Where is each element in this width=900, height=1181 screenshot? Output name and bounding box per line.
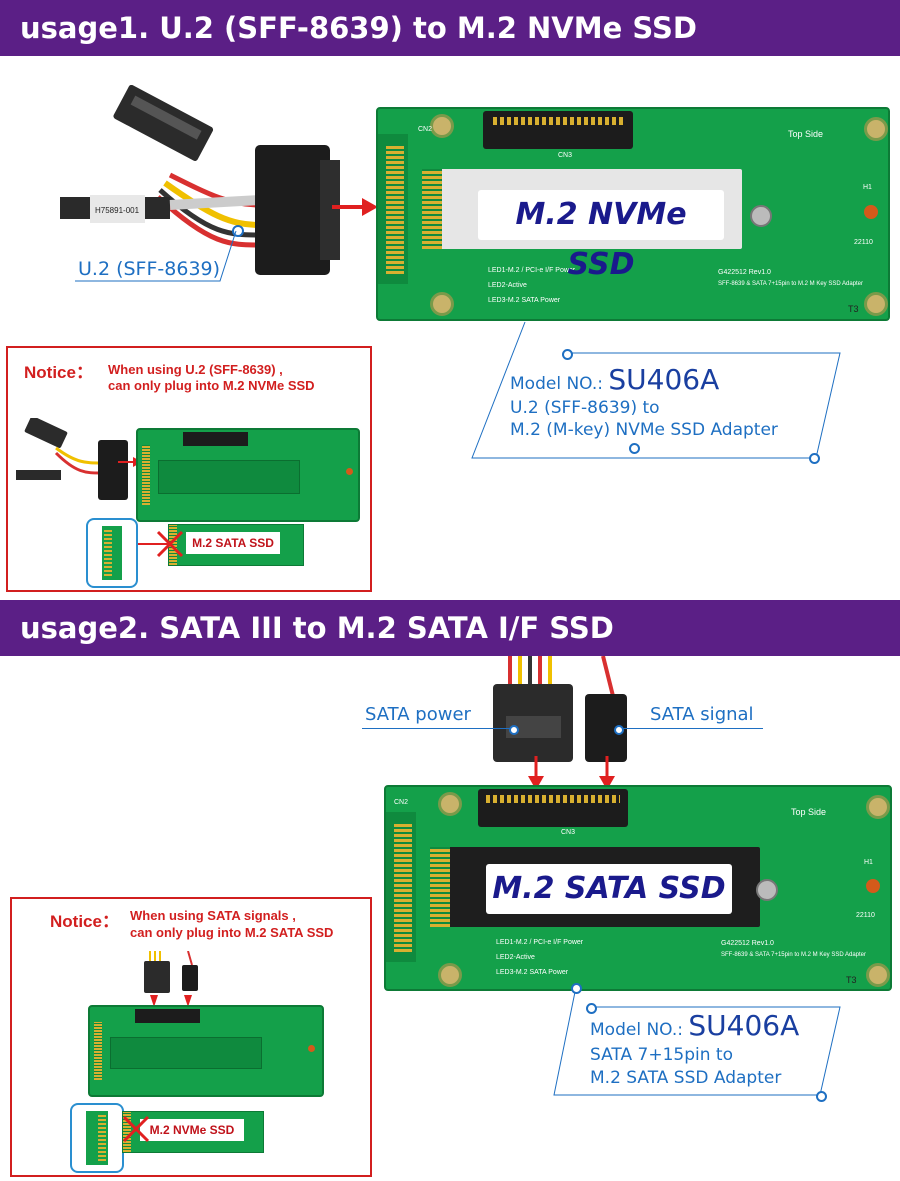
model2-line1: SATA 7+15pin to xyxy=(590,1045,733,1065)
led1-label: LED1-M.2 / PCI-e I/F Power xyxy=(488,267,576,274)
model1-number: SU406A xyxy=(608,363,720,396)
arrow-down-icon-power xyxy=(528,756,544,790)
t3-label: T3 xyxy=(848,304,859,314)
notice1-title-text: Notice xyxy=(24,363,76,382)
adapter-board-2: Top Side CN2 CN3 H1 22110 LED1-M.2 / PCI… xyxy=(384,785,892,991)
notice1-line2: can only plug into M.2 NVMe SSD xyxy=(108,378,315,393)
u2-cable-illustration: H75891-001 xyxy=(60,85,340,275)
board-desc: SFF-8639 & SATA 7+15pin to M.2 M Key SSD… xyxy=(718,281,864,287)
cn2-label: CN2 xyxy=(418,126,433,133)
notice-box-2: Notice： When using SATA signals , can on… xyxy=(10,897,372,1177)
mini-board-2 xyxy=(88,1005,324,1097)
edge-connector xyxy=(386,144,404,274)
led2-label: LED2-Active xyxy=(488,282,527,289)
mini-sata-cables xyxy=(144,951,198,993)
notice2-colon: ： xyxy=(101,912,119,931)
led1-label: LED1-M.2 / PCI-e I/F Power xyxy=(496,939,584,946)
sata-signal-label: SATA signal xyxy=(650,704,754,725)
h1-label: H1 xyxy=(863,184,872,191)
notice1-title: Notice： xyxy=(24,358,93,383)
top-side-label: Top Side xyxy=(791,807,827,817)
key-zoom-2 xyxy=(70,1103,124,1173)
key-zoom-1 xyxy=(86,518,138,588)
notice1-line1: When using U.2 (SFF-8639) , xyxy=(108,362,283,377)
sata-ssd-label: M.2 SATA SSD xyxy=(486,864,732,914)
mini-arrows-down-icon xyxy=(150,995,192,1007)
edge-connector xyxy=(394,822,412,952)
arrow-right-icon xyxy=(332,198,378,216)
notice2-line2: can only plug into M.2 SATA SSD xyxy=(130,925,334,940)
cross-icon xyxy=(122,1115,150,1143)
h1-label: H1 xyxy=(864,859,873,866)
cn2-label: CN2 xyxy=(394,799,409,806)
rev-label: G422512 Rev1.0 xyxy=(721,940,774,947)
usage2-banner: usage2. SATA III to M.2 SATA I/F SSD xyxy=(0,600,900,656)
svg-text:H75891-001: H75891-001 xyxy=(95,206,140,215)
rev-label: G422512 Rev1.0 xyxy=(718,269,771,276)
sata-power-label: SATA power xyxy=(365,704,471,725)
u2-callout-line xyxy=(75,230,237,282)
t3-label: T3 xyxy=(846,975,857,985)
model2-prefix: Model NO.: xyxy=(590,1020,683,1040)
wrong-ssd-1-label: M.2 SATA SSD xyxy=(186,532,280,554)
model1-prefix: Model NO.: xyxy=(510,374,603,394)
cn3-label: CN3 xyxy=(558,152,573,159)
model1-line1: U.2 (SFF-8639) to xyxy=(510,398,660,418)
notice2-line1: When using SATA signals , xyxy=(130,908,296,923)
top-side-label: Top Side xyxy=(788,129,824,139)
arrow-down-icon-signal xyxy=(599,756,615,790)
notice2-title: Notice： xyxy=(50,907,119,932)
m2-screw xyxy=(756,879,778,901)
model2-line2: M.2 SATA SSD Adapter xyxy=(590,1068,782,1088)
led3-label: LED3-M.2 SATA Power xyxy=(496,969,569,976)
notice-box-1: Notice： When using U.2 (SFF-8639) , can … xyxy=(6,346,372,592)
model1-line2: M.2 (M-key) NVMe SSD Adapter xyxy=(510,420,778,440)
m2-screw xyxy=(750,205,772,227)
model1-callout-frame xyxy=(471,321,841,459)
nvme-ssd-label: M.2 NVMe SSD xyxy=(478,190,724,282)
model2-callout-frame xyxy=(553,986,841,1096)
led2-label: LED2-Active xyxy=(496,954,535,961)
usage1-banner: usage1. U.2 (SFF-8639) to M.2 NVMe SSD xyxy=(0,0,900,56)
sata-cables-illustration xyxy=(493,656,627,762)
mini-u2-cable xyxy=(16,418,128,500)
model2-number: SU406A xyxy=(688,1009,800,1042)
mini-board-1 xyxy=(136,428,360,522)
model1-header: Model NO.: SU406A xyxy=(510,366,719,396)
size-label: 22110 xyxy=(854,239,873,246)
size-label: 22110 xyxy=(856,912,875,919)
wrong-ssd-2-label: M.2 NVMe SSD xyxy=(140,1119,244,1141)
u2-connector-label: U.2 (SFF-8639) xyxy=(78,258,221,280)
model2-header: Model NO.: SU406A xyxy=(590,1012,799,1042)
led3-label: LED3-M.2 SATA Power xyxy=(488,297,561,304)
notice1-colon: ： xyxy=(75,363,93,382)
cn3-label: CN3 xyxy=(561,829,576,836)
notice2-title-text: Notice xyxy=(50,912,102,931)
board-desc: SFF-8639 & SATA 7+15pin to M.2 M Key SSD… xyxy=(721,952,867,958)
cross-icon xyxy=(138,530,184,558)
